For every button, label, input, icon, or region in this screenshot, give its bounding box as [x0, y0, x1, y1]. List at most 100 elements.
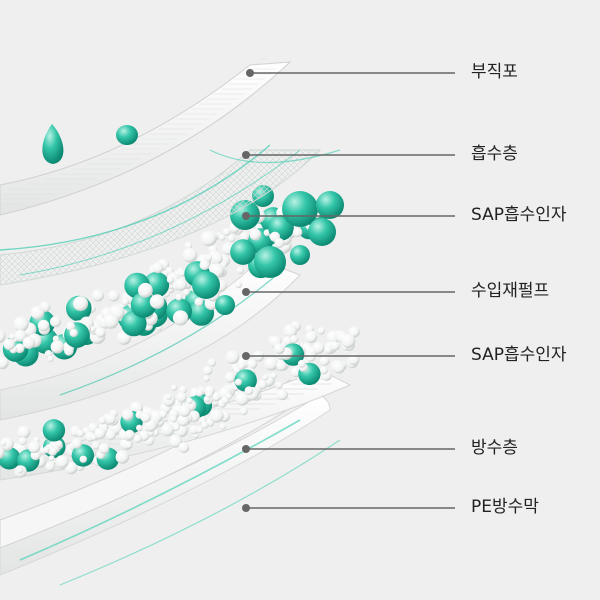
pulp-bead — [319, 356, 330, 366]
pulp-bead — [17, 425, 31, 439]
pulp-bead — [306, 352, 316, 362]
pulp-bead — [66, 321, 76, 331]
pulp-bead — [292, 227, 303, 238]
pulp-bead — [98, 443, 110, 454]
pulp-bead — [196, 426, 204, 434]
pulp-bead — [236, 266, 244, 275]
pulp-bead — [95, 327, 106, 338]
pulp-bead — [50, 340, 64, 354]
pulp-bead — [169, 415, 177, 423]
pulp-bead — [182, 247, 198, 263]
pulp-bead — [22, 336, 36, 350]
sap-bead-teal — [0, 447, 21, 470]
pulp-bead — [249, 228, 262, 241]
pulp-bead — [166, 276, 174, 284]
pulp-bead — [133, 434, 143, 443]
pulp-bead — [209, 408, 224, 423]
pulp-bead — [98, 416, 107, 425]
pulp-bead — [227, 234, 236, 243]
pulp-bead — [276, 360, 287, 372]
pulp-bead — [238, 363, 245, 370]
pulp-bead — [0, 329, 6, 344]
pulp-bead — [246, 358, 258, 370]
pulp-bead — [317, 327, 325, 335]
pulp-bead — [64, 346, 74, 356]
pulp-bead — [0, 440, 7, 447]
sap-bead-large — [308, 218, 336, 246]
pulp-bead — [178, 405, 191, 417]
sap-bead-large — [192, 271, 220, 299]
pulp-bead — [184, 241, 193, 250]
pulp-bead — [14, 343, 25, 354]
pulp-bead — [205, 390, 213, 398]
pulp-bead — [140, 412, 152, 423]
pulp-bead — [125, 441, 133, 449]
pulp-bead — [183, 288, 190, 296]
sap-bead-teal — [71, 444, 95, 467]
pulp-bead — [94, 427, 106, 440]
pulp-bead — [222, 227, 231, 236]
pulp-bead — [108, 290, 120, 302]
pulp-bead — [13, 316, 29, 332]
pulp-bead — [234, 281, 242, 289]
sap-bead-large — [215, 295, 235, 315]
pulp-bead — [71, 438, 83, 449]
layer-label: 수입재펄프 — [471, 281, 550, 301]
pulp-bead — [174, 278, 188, 291]
pulp-bead — [225, 350, 240, 365]
pulp-bead — [324, 345, 333, 355]
pulp-bead — [169, 434, 183, 448]
pulp-bead — [14, 329, 27, 342]
pulp-bead — [219, 423, 227, 430]
pulp-bead — [9, 333, 16, 340]
pulp-bead — [47, 355, 54, 362]
pulp-bead — [165, 394, 172, 401]
pulp-bead — [178, 268, 186, 277]
pulp-bead — [235, 391, 250, 406]
pulp-bead — [264, 356, 278, 371]
pulp-bead — [124, 429, 135, 440]
pulp-bead — [224, 372, 236, 383]
pulp-bead — [105, 430, 116, 441]
pulp-bead — [55, 440, 63, 448]
pulp-bead — [330, 341, 340, 351]
pulp-bead — [200, 230, 217, 247]
pulp-bead — [160, 423, 175, 437]
layer-label: 방수층 — [471, 438, 518, 458]
pulp-bead — [210, 252, 223, 265]
layer-label: 흡수층 — [471, 144, 518, 164]
pulp-bead — [273, 343, 285, 355]
pulp-bead — [177, 414, 190, 427]
pulp-bead — [239, 232, 250, 242]
pulp-bead — [115, 450, 130, 464]
pulp-bead — [289, 335, 299, 344]
pulp-bead — [274, 238, 285, 248]
pulp-bead — [91, 441, 100, 450]
pulp-bead — [312, 342, 325, 354]
pulp-bead — [257, 379, 268, 390]
sap-bead-large — [254, 246, 286, 278]
pulp-bead — [276, 389, 288, 401]
pulp-bead — [136, 424, 143, 432]
pulp-bead — [173, 424, 180, 431]
pulp-bead — [203, 365, 213, 376]
sap-bead-teal — [230, 239, 256, 265]
sap-bead-large — [290, 245, 310, 265]
pulp-bead — [194, 297, 204, 307]
pulp-bead — [199, 259, 210, 271]
pulp-bead — [69, 328, 78, 338]
pulp-bead — [195, 388, 204, 397]
pulp-bead — [45, 462, 55, 472]
pulp-bead — [218, 234, 226, 241]
pulp-bead — [207, 358, 217, 367]
pulp-bead — [42, 446, 50, 454]
sap-bead-large — [282, 191, 318, 227]
pulp-bead — [244, 386, 254, 395]
pulp-bead — [50, 316, 61, 328]
layer-label: SAP흡수인자 — [471, 205, 567, 225]
layer-label: SAP흡수인자 — [471, 345, 567, 365]
pulp-bead — [16, 466, 24, 474]
pulp-bead — [204, 254, 213, 262]
